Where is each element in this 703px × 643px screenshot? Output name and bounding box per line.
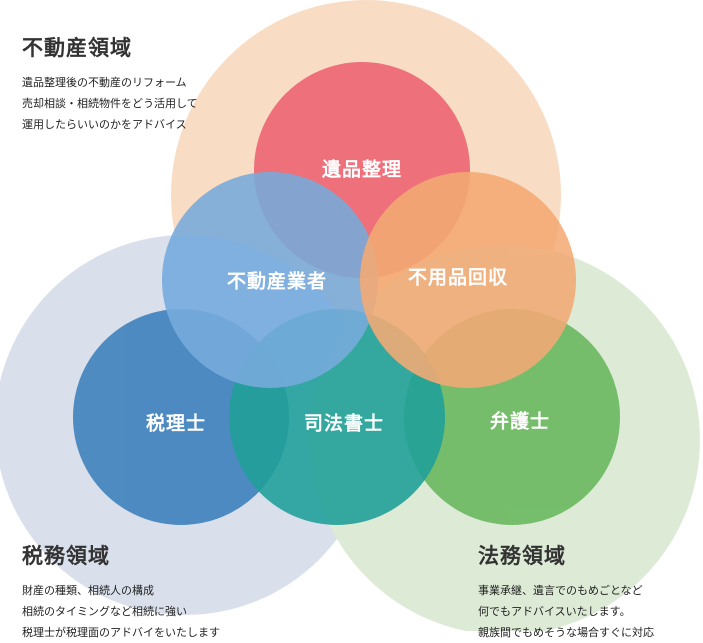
realestate-domain-block: 不動産領域 遺品整理後の不動産のリフォーム 売却相談・相続物件をどう活用して 運… bbox=[22, 32, 198, 135]
estate-cleanup-label: 遺品整理 bbox=[322, 158, 402, 181]
description-line: 税理士が税理面のアドバイをいたします bbox=[22, 626, 220, 639]
tax-accountant-label: 税理士 bbox=[146, 412, 206, 435]
description-line: 事業承継、遺言でのもめごとなど bbox=[478, 584, 643, 597]
description-line: 親族間でもめそうな場合すぐに対応 bbox=[478, 626, 654, 639]
tax-domain-title: 税務領域 bbox=[22, 544, 110, 568]
tax-domain-description: 財産の種類、相続人の構成 相続のタイミングなど相続に強い 税理士が税理面のアドバ… bbox=[22, 580, 220, 643]
lawyer-label: 弁護士 bbox=[490, 410, 550, 433]
legal-domain-block: 法務領域 事業承継、遺言でのもめごとなど 何でもアドバイスいたします。 親族間で… bbox=[478, 540, 654, 643]
judicial-scrivener-label: 司法書士 bbox=[304, 412, 384, 435]
real-estate-agent-circle bbox=[162, 172, 378, 388]
description-line: 運用したらいいのかをアドバイス bbox=[22, 118, 187, 131]
realestate-domain-description: 遺品整理後の不動産のリフォーム 売却相談・相続物件をどう活用して 運用したらいい… bbox=[22, 72, 198, 135]
description-line: 財産の種類、相続人の構成 bbox=[22, 584, 154, 597]
tax-domain-block: 税務領域 財産の種類、相続人の構成 相続のタイミングなど相続に強い 税理士が税理… bbox=[22, 540, 220, 643]
description-line: 何でもアドバイスいたします。 bbox=[478, 605, 631, 618]
realestate-domain-title: 不動産領域 bbox=[22, 36, 132, 60]
description-line: 相続のタイミングなど相続に強い bbox=[22, 605, 187, 618]
description-line: 遺品整理後の不動産のリフォーム bbox=[22, 76, 187, 89]
real-estate-agent-label: 不動産業者 bbox=[227, 270, 327, 293]
description-line: 売却相談・相続物件をどう活用して bbox=[22, 97, 198, 110]
junk-collection-label: 不用品回収 bbox=[408, 267, 508, 289]
legal-domain-description: 事業承継、遺言でのもめごとなど 何でもアドバイスいたします。 親族間でもめそうな… bbox=[478, 580, 654, 643]
junk-collection-circle bbox=[360, 172, 576, 388]
legal-domain-title: 法務領域 bbox=[478, 544, 566, 568]
